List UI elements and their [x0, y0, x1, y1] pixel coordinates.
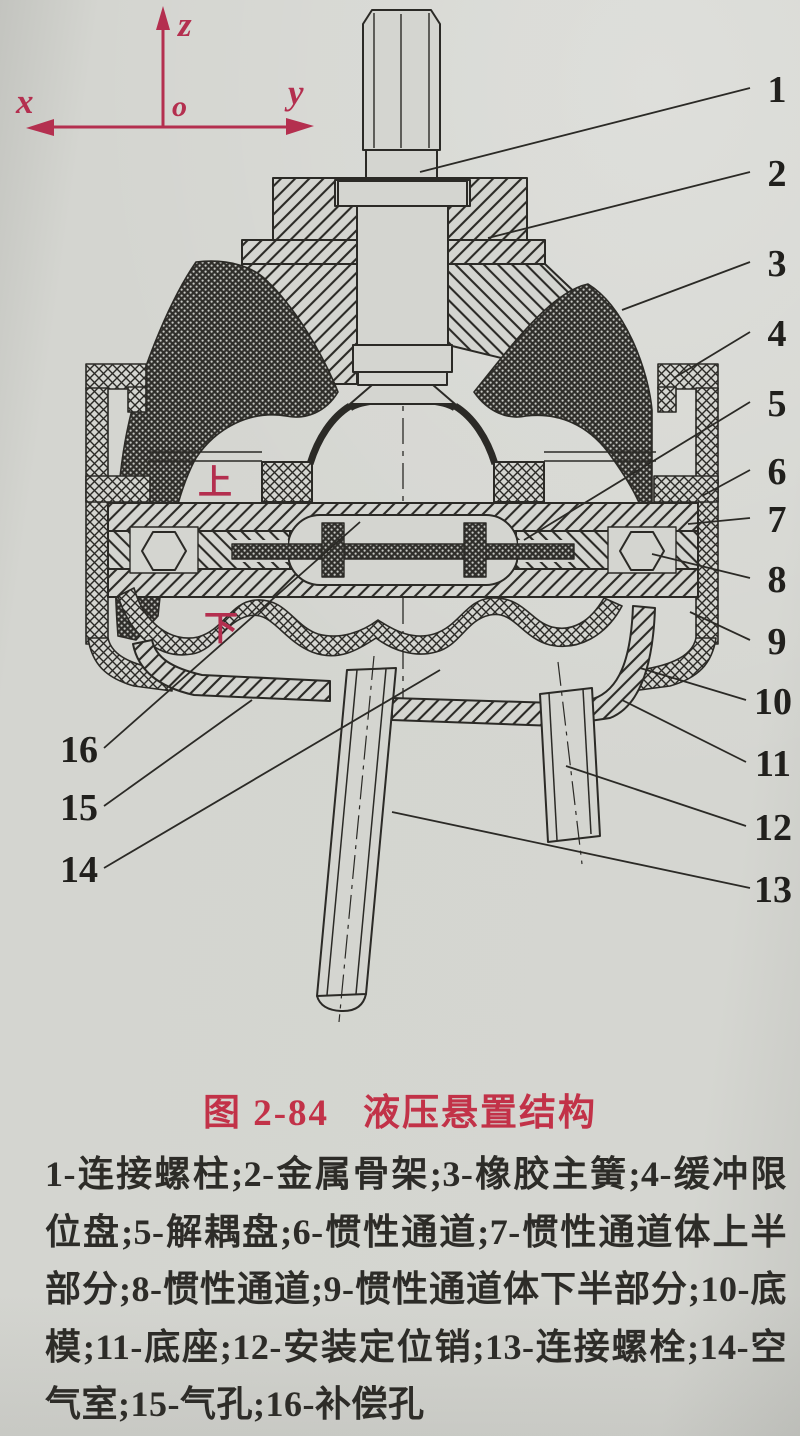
leader-line-10 [639, 667, 747, 701]
callout-12: 12 [754, 807, 792, 849]
bottom-mold-diaphragm [117, 587, 623, 657]
mount-drawing [85, 9, 751, 1023]
z-axis-label: z [177, 5, 192, 44]
legend-line-4: 模;11-底座;12-安装定位销;13-连接螺栓;14-空 [45, 1326, 787, 1367]
callout-2: 2 [768, 153, 787, 195]
legend-line-2: 位盘;5-解耦盘;6-惯性通道;7-惯性通道体上半 [45, 1211, 787, 1252]
bolt-centerline [338, 655, 375, 1023]
leader-line-11 [621, 699, 747, 763]
connecting-stud [337, 9, 468, 386]
legend-line-3: 部分;8-惯性通道;9-惯性通道体下半部分;10-底 [45, 1269, 787, 1309]
stud-collar [365, 149, 438, 179]
decoupler-plate [231, 543, 575, 560]
legend-line-1: 1-连接螺柱;2-金属骨架;3-橡胶主簧;4-缓冲限 [45, 1154, 787, 1194]
leader-lines [103, 87, 751, 889]
hydraulic-mount-cross-section-figure: x y z o [15, 5, 792, 1023]
stud-lower-washer [357, 371, 448, 386]
callout-6: 6 [768, 451, 787, 493]
leader-line-9 [689, 611, 751, 641]
outer-shell [85, 363, 719, 692]
figure-title: 液压悬置结构 [363, 1093, 598, 1134]
callout-9: 9 [768, 621, 787, 663]
x-axis-label: x [15, 82, 34, 121]
outer-shell-left [85, 363, 173, 692]
buffer-plate-left-foot [261, 461, 313, 503]
coordinate-axes: x y z o [15, 5, 314, 136]
buffer-plate-left-curve [306, 403, 352, 466]
leader-line-1 [419, 87, 751, 173]
base-left-wall [132, 639, 331, 702]
callout-15: 15 [60, 787, 98, 829]
y-axis-label: y [284, 73, 304, 112]
origin-label: o [172, 90, 187, 123]
channel-body-outline [107, 502, 699, 598]
leader-line-16 [103, 521, 361, 749]
callout-14: 14 [60, 849, 98, 891]
leader-line-12 [565, 765, 747, 827]
callout-8: 8 [768, 559, 787, 601]
leader-line-7 [687, 517, 751, 525]
leader-line-6 [701, 469, 751, 497]
inertia-channel-right [619, 531, 665, 571]
callout-3: 3 [768, 243, 787, 285]
connecting-bolt [316, 655, 397, 1023]
parts-legend: 1-连接螺柱;2-金属骨架;3-橡胶主簧;4-缓冲限 位盘;5-解耦盘;6-惯性… [45, 1146, 787, 1434]
orientation-labels: 上 下 [198, 464, 238, 648]
callout-numbers: 1 2 3 4 5 6 7 8 9 10 11 12 13 16 15 14 [60, 69, 792, 911]
outer-shell-right [631, 363, 719, 692]
decoupler-rivet-right [463, 522, 487, 578]
decoupler-rivet-left [321, 522, 345, 578]
rebound-cone [349, 384, 456, 405]
leader-line-4 [673, 331, 751, 379]
leader-line-15 [103, 699, 253, 807]
leader-line-8 [651, 553, 751, 579]
callout-11: 11 [755, 743, 791, 785]
leader-line-3 [621, 261, 751, 311]
pin-centerline [557, 661, 583, 865]
callout-10: 10 [754, 681, 792, 723]
base-right-wall [391, 605, 656, 727]
up-label: 上 [198, 464, 232, 502]
buffer-plate-right-foot [493, 461, 545, 503]
down-label: 下 [204, 610, 238, 648]
z-axis-arrowhead-icon [156, 6, 170, 30]
callout-16: 16 [60, 729, 98, 771]
rubber-spring-left [114, 260, 339, 641]
callout-5: 5 [768, 383, 787, 425]
stud-flange-washer [337, 180, 468, 207]
locating-pin [539, 661, 601, 865]
figure-caption: 图 2-84 液压悬置结构 [0, 1082, 800, 1136]
leader-line-13 [391, 811, 751, 889]
y-axis-arrowhead-icon [286, 118, 314, 135]
callout-13: 13 [754, 869, 792, 911]
chamber-top-plate-lines [148, 451, 656, 462]
figure-number: 图 2-84 [202, 1093, 330, 1134]
callout-1: 1 [768, 69, 787, 111]
leader-line-5 [523, 401, 751, 541]
leader-line-14 [103, 669, 441, 869]
rubber-spring-right [473, 283, 653, 506]
buffer-plate-right-curve [453, 403, 499, 466]
stud-bore [356, 205, 449, 346]
inertia-channel-left [141, 531, 187, 571]
rubber-main-spring [114, 260, 653, 641]
base [132, 605, 656, 727]
callout-4: 4 [768, 313, 787, 355]
stud-lower-nut [352, 344, 453, 373]
inertia-channel-body [107, 502, 699, 598]
leader-line-2 [487, 171, 751, 239]
legend-line-5: 气室;15-气孔;16-补偿孔 [45, 1384, 425, 1424]
x-axis-arrowhead-icon [26, 119, 54, 136]
callout-7: 7 [768, 499, 787, 541]
